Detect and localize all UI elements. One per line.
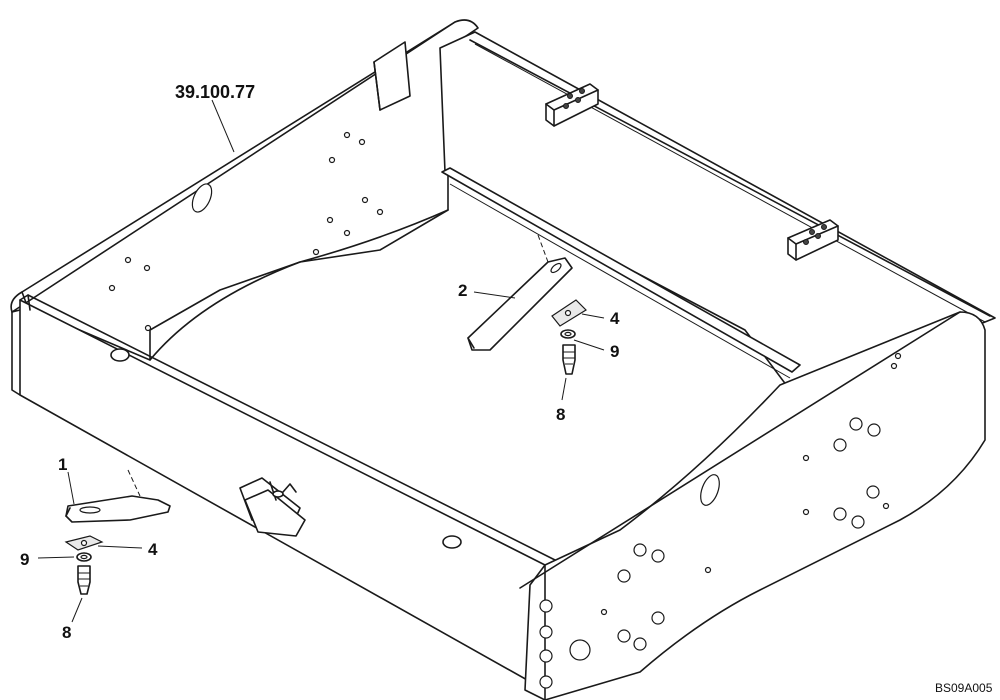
reference-label: 39.100.77 [175, 82, 255, 102]
callout-9-lower: 9 [20, 550, 29, 569]
floor-boundary [149, 209, 449, 361]
leader-lines [37, 99, 605, 623]
part-8-bolt-lower [77, 565, 91, 595]
floor-rail [441, 167, 801, 373]
callout-4-upper: 4 [610, 309, 620, 328]
left-plate-oval-hole [191, 183, 213, 213]
part-8-bolt-upper [562, 344, 576, 375]
right-plate-oval-hole [700, 474, 720, 506]
left-side-plate [11, 19, 479, 361]
clamp-block-lower [787, 219, 839, 261]
callout-8-lower: 8 [62, 623, 71, 642]
callout-8-upper: 8 [556, 405, 565, 424]
left-plate-holes [108, 131, 384, 332]
part-2-pad [467, 234, 573, 351]
part-4-plate-lower [64, 535, 104, 551]
callout-1: 1 [58, 455, 67, 474]
part-1-pad [65, 469, 171, 523]
callout-9-upper: 9 [610, 342, 619, 361]
beam-stud-left [110, 348, 130, 362]
right-side-plate [524, 311, 986, 700]
drawing-code: BS09A005 [935, 681, 993, 695]
callout-2: 2 [458, 281, 467, 300]
part-9-washer-upper [560, 329, 576, 339]
callout-4-lower: 4 [148, 540, 158, 559]
part-4-plate-upper [551, 299, 587, 327]
frame-assembly [10, 19, 996, 700]
beam-stud-right [442, 535, 462, 549]
part-9-washer-lower [76, 552, 92, 562]
clamp-block-upper [545, 83, 599, 127]
right-plate-holes [539, 352, 902, 689]
tow-hitch [239, 477, 306, 537]
